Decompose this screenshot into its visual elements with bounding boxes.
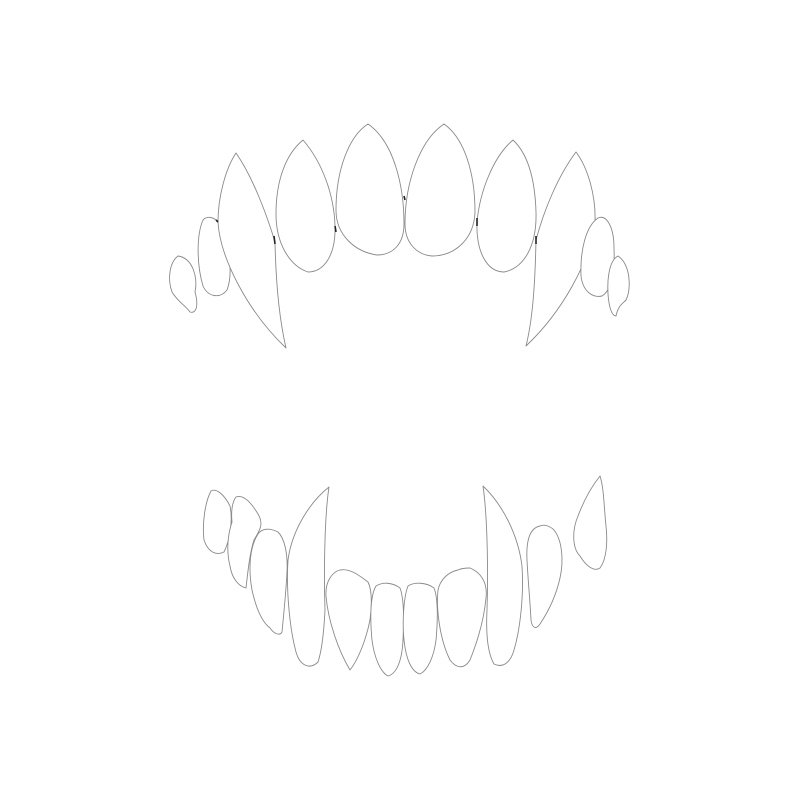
- lower-left-molar: [202, 489, 232, 554]
- lower-right-lateral-incisor: [437, 567, 487, 668]
- upper-left-central-incisor: [335, 123, 405, 256]
- lower-left-premolar-back: [227, 496, 262, 589]
- upper-seam-4: [403, 195, 406, 201]
- upper-left-lateral-incisor: [275, 139, 336, 273]
- upper-seam-2: [273, 235, 276, 245]
- lower-right-molar: [573, 475, 608, 570]
- upper-right-premolar-small: [607, 255, 630, 317]
- upper-right-central-incisor: [404, 123, 476, 257]
- lower-left-lateral-incisor: [325, 569, 372, 671]
- upper-seam-3: [334, 225, 337, 233]
- upper-seam-1: [215, 219, 219, 223]
- lower-right-fang: [482, 485, 523, 666]
- lower-right-premolar: [526, 524, 563, 628]
- lower-left-fang: [287, 486, 330, 667]
- upper-right-premolar: [580, 216, 615, 297]
- upper-right-lateral-incisor: [476, 139, 537, 273]
- lower-jaw: [202, 475, 608, 677]
- upper-jaw: [169, 123, 630, 349]
- lower-left-premolar: [249, 528, 288, 635]
- upper-left-premolar-small: [169, 255, 198, 313]
- lower-right-central-incisor: [402, 582, 438, 675]
- upper-left-fang: [217, 152, 287, 349]
- lower-left-central-incisor: [370, 582, 404, 677]
- upper-right-fang: [525, 151, 596, 347]
